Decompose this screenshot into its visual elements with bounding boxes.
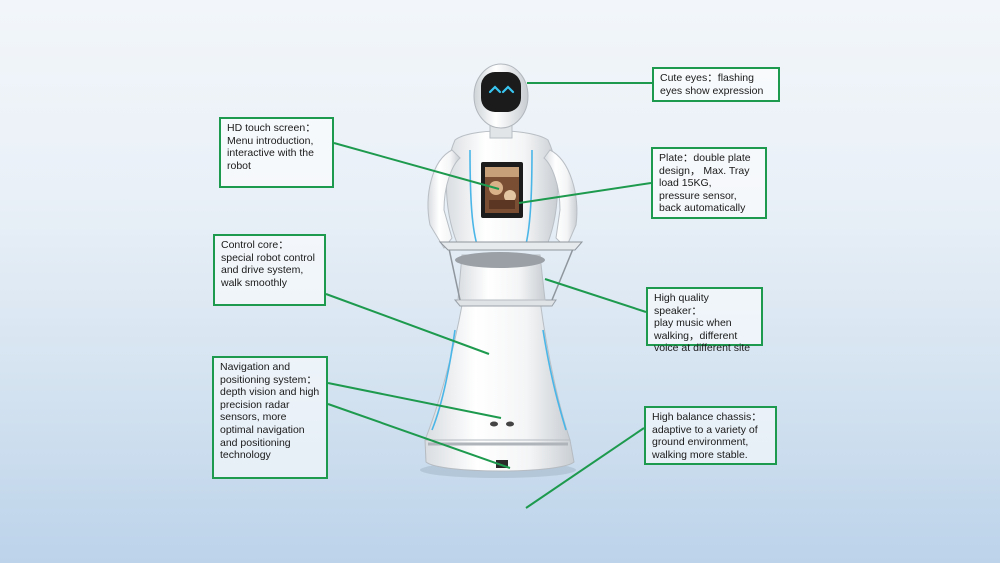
callout-chassis: High balance chassis： adaptive to a vari… bbox=[644, 406, 777, 465]
robot-eye-right bbox=[501, 85, 515, 94]
robot-skirt bbox=[424, 299, 571, 441]
robot-arm-left bbox=[427, 149, 461, 249]
leader-speaker bbox=[544, 278, 647, 313]
chassis-sensor bbox=[496, 460, 508, 468]
leader-nav-1 bbox=[327, 382, 502, 419]
nav-sensor-left bbox=[490, 421, 498, 427]
nav-sensor-right bbox=[506, 421, 514, 427]
callout-cute-eyes: Cute eyes：flashing eyes show expression bbox=[652, 67, 780, 102]
leader-screen bbox=[333, 142, 500, 190]
callout-speaker: High quality speaker： play music when wa… bbox=[646, 287, 763, 354]
leader-nav-2 bbox=[327, 403, 511, 469]
robot-chassis bbox=[424, 439, 575, 472]
leader-plate bbox=[518, 182, 652, 204]
tray-frame-left bbox=[447, 243, 461, 301]
leader-chassis bbox=[525, 427, 645, 509]
leader-lines bbox=[325, 82, 652, 509]
callout-touch-screen: HD touch screen： Menu introduction, inte… bbox=[219, 117, 334, 188]
callout-navigation: Navigation and positioning system： depth… bbox=[212, 356, 328, 479]
upper-tray bbox=[438, 241, 584, 251]
tray-frame-right bbox=[551, 243, 576, 301]
leader-core bbox=[325, 293, 490, 355]
callout-plate: Plate：double plate design， Max. Tray loa… bbox=[651, 147, 767, 219]
lower-tray bbox=[453, 299, 557, 307]
robot-eye-left bbox=[488, 85, 502, 94]
callout-control-core: Control core： special robot control and … bbox=[213, 234, 326, 306]
